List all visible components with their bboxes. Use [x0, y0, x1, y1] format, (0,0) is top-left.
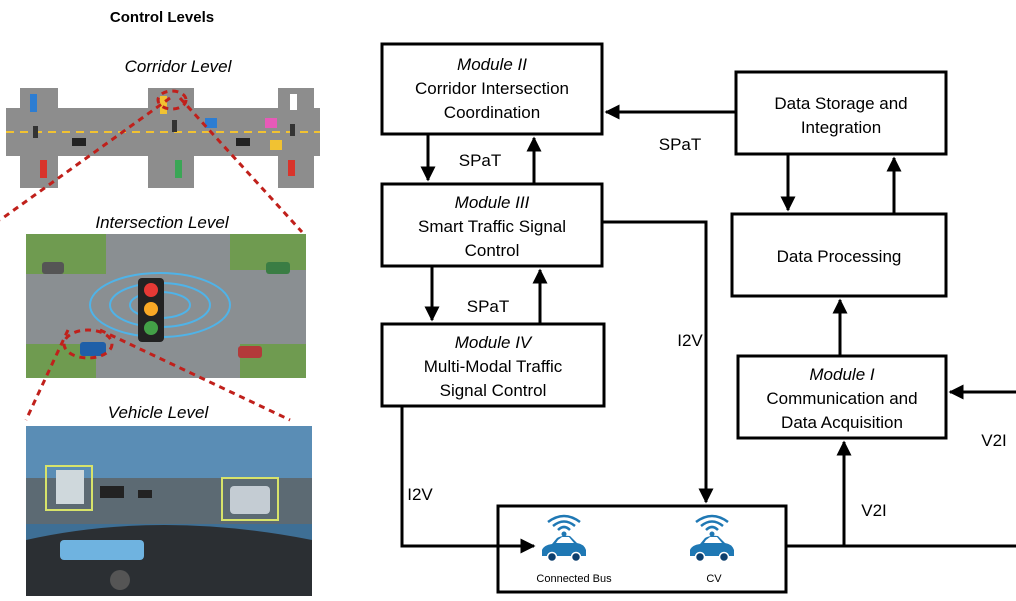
module-iv-line1: Multi-Modal Traffic [424, 357, 563, 376]
module-i-line1: Communication and [766, 389, 917, 408]
vehicle-level-label: Vehicle Level [108, 403, 210, 422]
control-levels-title: Control Levels [110, 9, 214, 26]
module-iii-line2: Control [465, 241, 520, 260]
spat-label-m3-m4: SPaT [467, 297, 510, 316]
module-iii-name: Module III [455, 193, 530, 212]
zoom-line-left-bottom [24, 329, 70, 421]
intersection-image [26, 234, 306, 378]
data-processing-box [730, 212, 948, 298]
connected-bus-label: Connected Bus [536, 573, 612, 585]
zoom-circle-top [156, 89, 188, 111]
intersection-level-label: Intersection Level [95, 213, 229, 232]
i2v-label-left: I2V [407, 485, 433, 504]
corridor-level-label: Corridor Level [125, 57, 233, 76]
arrow-module-iii-to-cv [602, 220, 714, 504]
zoom-circle-bottom [62, 328, 114, 360]
spat-label-m2-m3: SPaT [459, 151, 502, 170]
v2i-label-up: V2I [861, 501, 887, 520]
module-ii-line1: Corridor Intersection [415, 79, 569, 98]
module-iv-name: Module IV [455, 333, 533, 352]
module-iv-line2: Signal Control [440, 381, 547, 400]
module-ii-name: Module II [457, 55, 527, 74]
data-processing-label: Data Processing [777, 247, 902, 266]
i2v-label-right: I2V [677, 331, 703, 350]
module-i-line2: Data Acquisition [781, 413, 903, 432]
vehicle-cockpit-image [26, 426, 312, 596]
corridor-road-image [6, 88, 320, 188]
data-storage-line1: Data Storage and [774, 94, 907, 113]
module-iii-box [380, 182, 604, 268]
module-ii-box [380, 42, 604, 136]
arrow-module-iv-to-bus [400, 406, 536, 554]
module-ii-line2: Coordination [444, 103, 540, 122]
data-storage-box [734, 70, 948, 156]
module-i-box [736, 354, 948, 440]
v2i-label-right: V2I [981, 431, 1007, 450]
spat-label-top: SPaT [659, 135, 702, 154]
module-i-name: Module I [809, 365, 874, 384]
zoom-line-right-bottom [99, 328, 291, 422]
cv-label: CV [706, 573, 722, 585]
data-storage-line2: Integration [801, 118, 881, 137]
module-iv-box [380, 322, 606, 408]
module-iii-line1: Smart Traffic Signal [418, 217, 566, 236]
zoom-line-left-top [0, 96, 171, 222]
zoom-line-right-top [178, 96, 304, 234]
